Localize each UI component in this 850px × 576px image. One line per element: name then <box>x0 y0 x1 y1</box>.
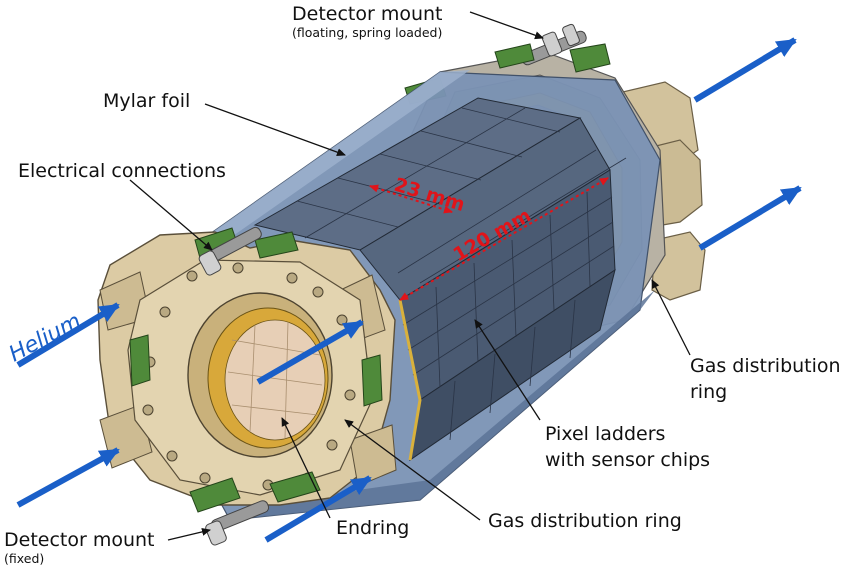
top-detector-mount <box>521 23 587 66</box>
label-electrical: Electrical connections <box>18 160 226 182</box>
label-mount-top-sub: (floating, spring loaded) <box>292 25 442 40</box>
label-mount-top: Detector mount <box>292 3 443 25</box>
dimension-arrows <box>369 177 609 301</box>
label-mylar-foil: Mylar foil <box>103 90 190 112</box>
label-gas-ring-right-1: Gas distribution <box>690 355 841 377</box>
label-pixel-ladders-1: Pixel ladders <box>545 423 665 445</box>
bottom-detector-mount <box>205 500 270 546</box>
helium-flow-arrows <box>16 37 802 543</box>
label-endring: Endring <box>336 517 409 539</box>
label-gas-ring-right-2: ring <box>690 381 727 403</box>
electrical-connections <box>129 226 383 513</box>
leader-lines <box>129 11 691 541</box>
label-gas-ring-bottom: Gas distribution ring <box>488 510 682 532</box>
label-helium: Helium <box>5 309 85 368</box>
label-mount-bottom-sub: (fixed) <box>4 551 44 566</box>
label-pixel-ladders-2: with sensor chips <box>545 449 710 471</box>
label-mount-bottom: Detector mount <box>4 529 155 551</box>
endring-bore <box>187 292 333 458</box>
